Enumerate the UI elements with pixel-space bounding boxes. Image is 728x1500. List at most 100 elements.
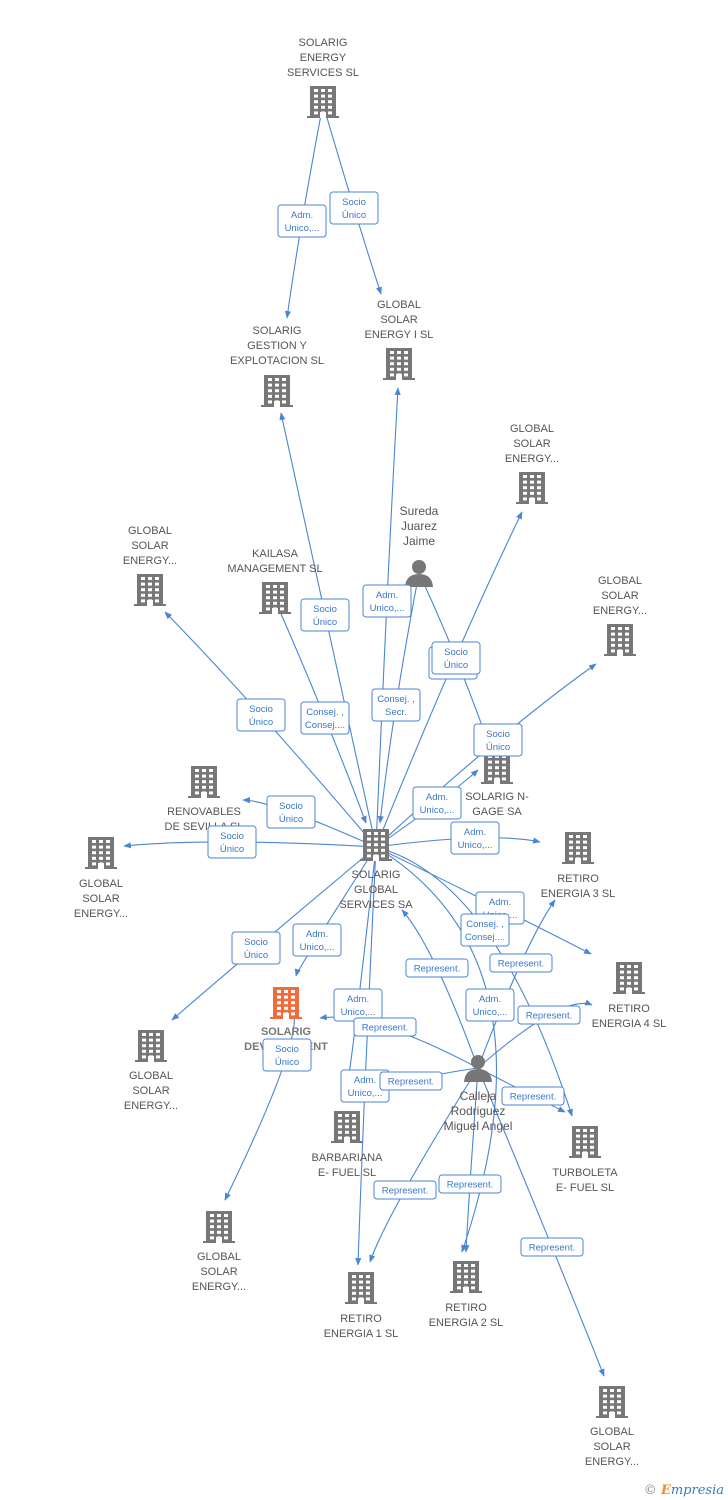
node-label: SOLAR [82, 893, 119, 905]
footer-credit: © Empresia [644, 1483, 724, 1498]
relationship-label-box [266, 795, 316, 829]
relationship-label[interactable]: Represent. [405, 958, 469, 978]
building-icon [596, 1386, 628, 1418]
relationship-label[interactable]: Consej. , Secr. [371, 688, 421, 722]
relationship-label-text: Consej. , [377, 694, 415, 705]
node-global-solar-energy-d[interactable]: GLOBALSOLARENERGY... [74, 837, 128, 920]
relationship-label-text: Único [244, 950, 268, 961]
node-label: SOLAR [513, 438, 550, 450]
node-label: Jaime [403, 534, 435, 548]
relationship-label[interactable]: Adm.Unico,... [333, 988, 383, 1022]
relationship-label-text: Socio [275, 1044, 299, 1055]
relationship-label[interactable]: Represent. [438, 1174, 502, 1194]
relationship-label[interactable]: Represent. [353, 1017, 417, 1037]
node-label: KAILASA [252, 548, 299, 560]
node-label: Rodriguez [451, 1104, 506, 1118]
node-label: SOLAR [131, 540, 168, 552]
relationship-label[interactable]: Represent. [520, 1237, 584, 1257]
relationship-label-text: Único [220, 844, 244, 855]
node-label: RETIRO [557, 873, 599, 885]
node-global-solar-energy-g[interactable]: GLOBALSOLARENERGY... [585, 1386, 639, 1468]
node-global-solar-energy-c[interactable]: GLOBALSOLARENERGY... [593, 575, 647, 656]
relationship-label-text: Socio [342, 197, 366, 208]
relationship-label-text: Secr. [385, 707, 407, 718]
relationship-label-text: Adm. [354, 1075, 376, 1086]
relationship-label[interactable]: Represent. [517, 1005, 581, 1025]
building-icon [516, 472, 548, 504]
relationship-label-box [300, 701, 350, 735]
node-label: SOLARIG [299, 37, 348, 49]
relationship-label[interactable]: Represent. [373, 1180, 437, 1200]
relationship-label-box [262, 1038, 312, 1072]
node-label: SOLARIG [352, 869, 401, 881]
node-global-solar-energy-b[interactable]: GLOBALSOLARENERGY... [123, 525, 177, 606]
relationship-label[interactable]: Adm.Unico,... [292, 923, 342, 957]
node-label: RETIRO [340, 1313, 382, 1325]
relationship-label[interactable]: Represent. [501, 1086, 565, 1106]
relationship-label-box [517, 1005, 581, 1025]
node-label: ENERGY... [505, 453, 559, 465]
node-label: GAGE SA [472, 806, 522, 818]
person-icon [464, 1055, 492, 1082]
relationship-label[interactable]: Consej. ,Consej.... [460, 913, 510, 947]
relationship-label-text: Represent. [498, 959, 544, 970]
relationship-label-text: Adm. [479, 994, 501, 1005]
node-global-solar-energy-a[interactable]: GLOBALSOLARENERGY... [505, 423, 559, 504]
relationship-label-box [379, 1071, 443, 1091]
relationship-label-text: Represent. [526, 1011, 572, 1022]
node-label: SERVICES SL [287, 67, 359, 79]
relationship-label[interactable]: Adm.Unico,... [277, 204, 327, 238]
relationship-label[interactable]: Consej. ,Consej.... [300, 701, 350, 735]
node-label: ENERGIA 1 SL [324, 1328, 399, 1340]
node-label: RETIRO [608, 1003, 650, 1015]
relationship-label[interactable]: Represent. [379, 1071, 443, 1091]
relationship-label[interactable]: Adm.Unico,... [465, 988, 515, 1022]
relationship-label[interactable]: Adm.Unico,... [450, 821, 500, 855]
relationship-label-box [405, 958, 469, 978]
relationship-label-text: Consej. , [306, 707, 344, 718]
relationship-label-text: Adm. [291, 210, 313, 221]
relationship-label-text: Único [486, 742, 510, 753]
relationship-label[interactable]: Adm.Unico,... [412, 786, 462, 820]
node-label: BARBARIANA [312, 1152, 384, 1164]
relationship-label-box [460, 913, 510, 947]
node-label: SOLAR [601, 590, 638, 602]
relationship-label[interactable]: Adm.Unico,... [362, 584, 412, 618]
node-solarig-ngage[interactable]: SOLARIG N-GAGE SA [465, 752, 529, 818]
node-label: GLOBAL [598, 575, 642, 587]
node-label: SOLAR [200, 1266, 237, 1278]
relationship-label-text: Represent. [362, 1023, 408, 1034]
relationship-label[interactable]: Represent. [489, 953, 553, 973]
building-icon [203, 1211, 235, 1243]
node-label: ENERGY... [123, 555, 177, 567]
relationship-label-box [236, 698, 286, 732]
relationship-label-text: Adm. [306, 929, 328, 940]
node-global-solar-energy-f[interactable]: GLOBALSOLARENERGY... [192, 1211, 246, 1293]
node-global-solar-energy-e[interactable]: GLOBALSOLARENERGY... [124, 1030, 178, 1112]
building-icon [562, 832, 594, 864]
node-label: SOLARIG [261, 1026, 311, 1038]
node-retiro-1[interactable]: RETIRO ENERGIA 1 SL [324, 1272, 399, 1340]
